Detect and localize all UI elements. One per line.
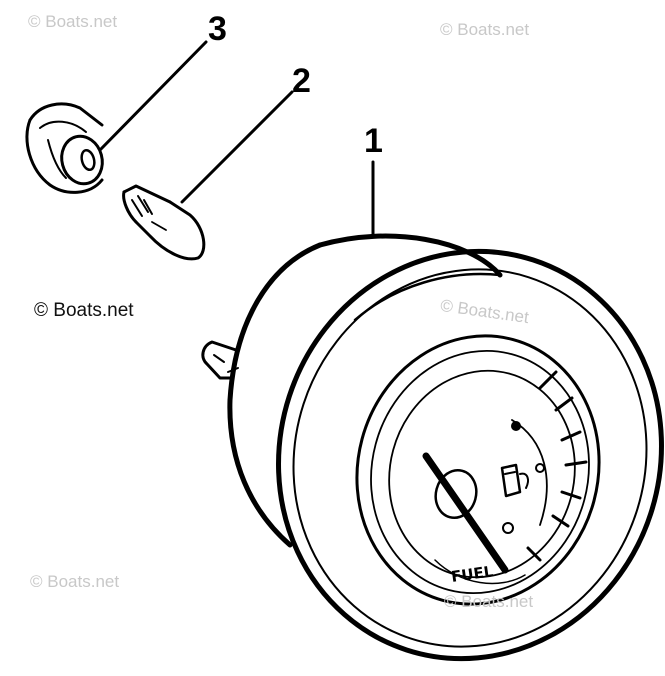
leader-line-3 xyxy=(98,40,208,152)
gauge-fuel-label: FUEL xyxy=(450,562,495,586)
socket-part xyxy=(25,102,104,194)
callout-3: 3 xyxy=(208,10,227,48)
fuel-gauge-housing xyxy=(201,233,503,548)
fuel-gauge-bezel xyxy=(276,248,664,662)
fuel-gauge-dial xyxy=(388,369,588,585)
watermark-middle-left: © Boats.net xyxy=(34,300,134,321)
callout-1: 1 xyxy=(364,122,383,160)
watermark-top-right: © Boats.net xyxy=(440,20,530,39)
fuel-pump-icon xyxy=(500,463,545,498)
watermark-bottom-left: © Boats.net xyxy=(30,572,120,591)
bulb-part xyxy=(122,184,206,261)
watermark-top-left: © Boats.net xyxy=(28,12,118,31)
watermark-bottom-right: © Boats.net xyxy=(444,592,534,611)
callout-2: 2 xyxy=(292,62,311,100)
leader-line-2 xyxy=(180,90,294,204)
gauge-needle xyxy=(422,452,509,574)
